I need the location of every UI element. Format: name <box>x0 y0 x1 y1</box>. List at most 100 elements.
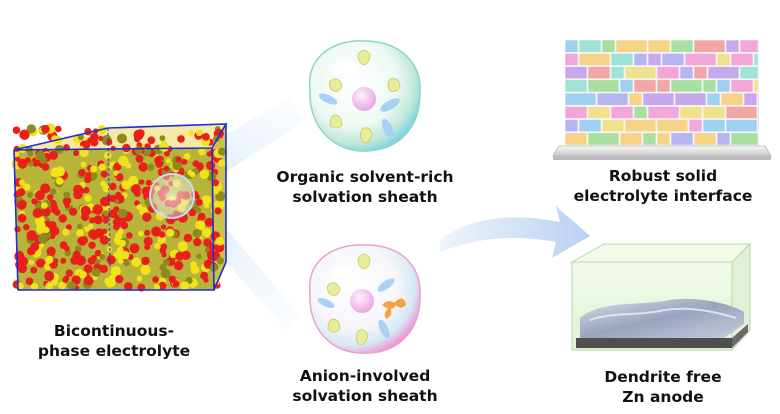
electrolyte-particle <box>158 231 166 238</box>
electrolyte-particle <box>131 184 141 195</box>
electrolyte-particle <box>155 159 164 168</box>
electrolyte-particle <box>91 254 97 261</box>
electrolyte-particle <box>198 147 206 156</box>
sei-brick <box>684 52 717 66</box>
electrolyte-particle <box>22 183 31 191</box>
sei-brick <box>564 119 579 133</box>
sei-brick <box>702 119 726 133</box>
electrolyte-particle <box>175 156 182 163</box>
electrolyte-particle <box>116 217 127 227</box>
electrolyte-particle <box>30 282 39 291</box>
electrolyte-particle <box>45 282 54 290</box>
electrolyte-particle <box>183 153 191 160</box>
electrolyte-particle <box>81 140 91 150</box>
sei-brick <box>596 92 629 106</box>
electrolyte-particle <box>151 226 162 237</box>
label-electrolyte-line-2: phase electrolyte <box>37 342 191 360</box>
electrolyte-particle <box>136 129 145 138</box>
sei-brick <box>753 52 759 66</box>
electrolyte-particle <box>19 200 27 208</box>
electrolyte-particle <box>165 158 171 164</box>
label-electrolyte: Bicontinuous- phase electrolyte <box>14 321 214 361</box>
electrolyte-particle <box>91 267 101 277</box>
electrolyte-particle <box>14 226 21 233</box>
electrolyte-particle <box>169 250 178 259</box>
electrolyte-particle <box>157 235 166 244</box>
label-organic-sheath: Organic solvent-rich solvation sheath <box>262 167 468 207</box>
electrolyte-particle <box>134 146 143 155</box>
electrolyte-particle <box>177 241 188 252</box>
electrolyte-particle <box>12 126 21 134</box>
electrolyte-particle <box>65 269 74 277</box>
electrolyte-particle <box>136 142 142 148</box>
electrolyte-particle <box>80 161 87 168</box>
electrolyte-particle <box>213 201 220 208</box>
electrolyte-particle <box>118 208 128 218</box>
label-sei-line-1: Robust solid <box>608 167 718 185</box>
electrolyte-particle <box>30 266 38 274</box>
electrolyte-particle <box>55 125 62 133</box>
sei-brick <box>615 39 648 53</box>
sei-brick <box>642 132 657 146</box>
electrolyte-particle <box>118 155 129 167</box>
electrolyte-particle <box>98 163 106 171</box>
electrolyte-particle <box>63 275 70 282</box>
electrolyte-particle <box>195 220 206 231</box>
electrolyte-particle <box>159 142 169 152</box>
sei-brick <box>670 79 703 93</box>
electrolyte-particle <box>50 167 61 178</box>
sei-brick <box>564 79 588 93</box>
electrolyte-particle <box>18 179 25 186</box>
electrolyte-particle <box>129 243 140 254</box>
electrolyte-particle <box>64 245 70 252</box>
electrolyte-particle <box>203 202 210 209</box>
electrolyte-particle <box>49 188 57 195</box>
electrolyte-particle <box>62 196 72 206</box>
electrolyte-particle <box>197 212 206 221</box>
sei-brick-layer <box>552 39 772 160</box>
electrolyte-particle <box>135 154 144 163</box>
electrolyte-particle <box>208 243 216 251</box>
electrolyte-particle <box>92 204 103 215</box>
electrolyte-particle <box>188 208 197 217</box>
electrolyte-particle <box>117 228 124 235</box>
electrolyte-particle <box>138 162 148 172</box>
electrolyte-particle <box>192 228 202 239</box>
sei-brick <box>716 52 731 66</box>
electrolyte-particle <box>41 124 50 134</box>
sei-brick <box>601 39 616 53</box>
electrolyte-particle <box>218 159 226 167</box>
electrolyte-particle <box>128 175 139 187</box>
electrolyte-particle <box>116 173 124 180</box>
electrolyte-particle <box>120 250 130 260</box>
electrolyte-particle <box>77 223 83 230</box>
electrolyte-particle <box>41 202 48 209</box>
anion-icon <box>382 298 406 319</box>
electrolyte-particle <box>188 130 194 136</box>
electrolyte-particle <box>126 232 133 239</box>
process-arrow <box>440 206 590 258</box>
electrolyte-particle <box>88 241 96 249</box>
label-electrolyte-line-1: Bicontinuous- <box>53 322 175 340</box>
electrolyte-particle <box>99 235 109 245</box>
sei-brick <box>716 79 731 93</box>
sei-brick <box>739 66 759 80</box>
electrolyte-particle <box>94 249 102 257</box>
electrolyte-particle <box>100 180 107 187</box>
electrolyte-particle <box>47 194 54 201</box>
electrolyte-particle <box>212 188 219 195</box>
sei-brick <box>628 92 643 106</box>
electrolyte-particle <box>160 224 167 230</box>
electrolyte-particle <box>102 217 109 224</box>
electrolyte-particle <box>146 163 155 171</box>
electrolyte-particle <box>87 223 94 230</box>
electrolyte-particle <box>147 136 156 145</box>
electrolyte-particle <box>109 182 117 191</box>
anion-solvation-bubble <box>309 244 421 354</box>
sei-brick <box>624 66 657 80</box>
sei-brick <box>707 66 740 80</box>
sei-brick <box>647 52 662 66</box>
sei-brick <box>624 119 657 133</box>
electrolyte-particle <box>216 257 224 265</box>
